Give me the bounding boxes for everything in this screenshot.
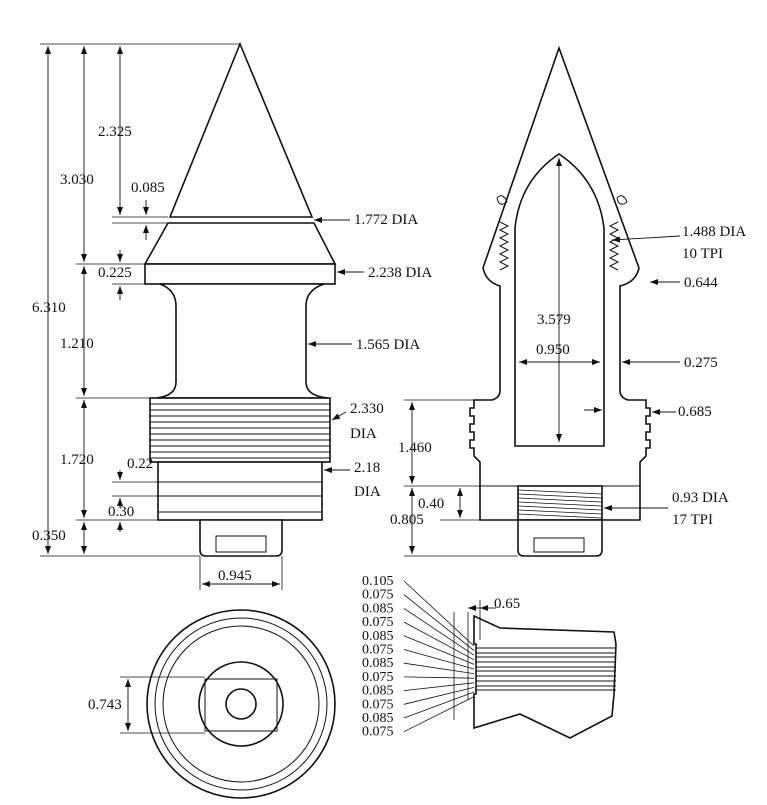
label-ring-dia-b: DIA — [354, 484, 381, 500]
end-view — [146, 609, 336, 799]
label-flat-width: 0.743 — [88, 697, 122, 713]
pitch-label: 0.085 — [362, 601, 394, 616]
collar — [144, 263, 336, 285]
inner-cavity — [514, 153, 605, 447]
label-groove-width: 0.085 — [131, 180, 165, 196]
label-tip-to-collar: 3.030 — [60, 172, 94, 188]
label-internal-thread-tpi: 10 TPI — [682, 246, 723, 262]
outer-circle — [146, 609, 336, 799]
label-wall-step: 0.644 — [684, 275, 718, 291]
label-wall-thickness: 0.275 — [684, 355, 718, 371]
label-thread-zone-length: 1.460 — [398, 440, 432, 456]
section-labels: 1.488 DIA 10 TPI 0.644 3.579 0.950 0.275… — [390, 224, 746, 528]
label-ring-spacing: 0.22 — [127, 456, 153, 472]
thread-detail: 0.65 — [453, 596, 617, 739]
side-labels: 6.310 3.030 2.325 0.085 1.772 DIA 0.225 … — [32, 124, 432, 584]
label-tip-length: 2.325 — [98, 124, 132, 140]
side-extension-lines — [40, 43, 283, 590]
pitch-leader — [403, 594, 475, 651]
label-detail-offset: 0.65 — [494, 596, 520, 612]
label-base-height: 0.350 — [32, 528, 66, 544]
label-cavity-width: 0.950 — [536, 342, 570, 358]
pitch-leader — [403, 682, 475, 691]
label-cavity-length: 3.579 — [537, 312, 571, 328]
thread-lines — [150, 403, 330, 459]
label-plug-thread-dia: 0.93 DIA — [672, 490, 729, 506]
pitch-label: 0.075 — [362, 725, 394, 740]
detail-outline — [473, 614, 617, 739]
label-internal-thread-dia: 1.488 DIA — [682, 224, 746, 240]
label-thread-length: 1.720 — [60, 452, 94, 468]
label-thread-dia-b: DIA — [350, 426, 377, 442]
side-dimension-lines — [45, 46, 364, 587]
side-view — [143, 41, 337, 557]
pitch-label: 0.075 — [362, 643, 394, 658]
label-thread-dia-a: 2.330 — [350, 401, 384, 417]
pitch-label: 0.075 — [362, 670, 394, 685]
pitch-label: 0.085 — [362, 711, 394, 726]
label-base-width: 0.945 — [218, 568, 252, 584]
label-groove-dia: 1.772 DIA — [354, 212, 418, 228]
detail-thread-lines — [476, 647, 616, 691]
label-overall-length: 6.310 — [32, 300, 66, 316]
internal-thread-right — [608, 221, 620, 271]
label-neck-dia: 1.565 DIA — [356, 337, 420, 353]
pitch-leader — [403, 687, 475, 705]
label-plug-depth: 0.40 — [418, 496, 444, 512]
pitch-labels: 0.1050.0750.0850.0750.0850.0750.0850.075… — [362, 574, 475, 740]
internal-thread-left — [498, 221, 510, 271]
section-extension-lines — [404, 399, 518, 557]
pitch-leader — [403, 676, 475, 679]
ring-section — [157, 461, 323, 521]
cone-tip — [168, 41, 314, 218]
end-view-dims: 0.743 — [88, 676, 205, 734]
pitch-leader — [403, 691, 475, 719]
label-ring-gap: 0.30 — [108, 504, 134, 520]
pitch-label: 0.075 — [362, 697, 394, 712]
neck — [155, 283, 329, 399]
section-outline — [469, 45, 651, 521]
pitch-label: 0.075 — [362, 588, 394, 603]
label-ring-dia-a: 2.18 — [354, 460, 380, 476]
pitch-leader — [403, 635, 475, 665]
label-shell-thread: 0.685 — [678, 404, 712, 420]
pitch-leader — [403, 649, 475, 670]
label-plug-thread-tpi: 17 TPI — [672, 512, 713, 528]
pitch-label: 0.085 — [362, 684, 394, 699]
section-dimension-lines — [409, 158, 681, 554]
cone-frustum — [143, 222, 337, 265]
flat-square — [204, 678, 278, 732]
pitch-leader — [403, 662, 475, 674]
label-base-length: 0.805 — [390, 512, 424, 528]
neck-circle — [198, 661, 284, 747]
label-neck-length: 1.210 — [60, 336, 94, 352]
section-view — [469, 45, 651, 557]
pitch-leader — [403, 580, 475, 647]
label-collar-dia: 2.238 DIA — [368, 265, 432, 281]
threaded-section — [149, 397, 331, 463]
pitch-leader — [403, 608, 475, 656]
base-plug — [199, 519, 283, 557]
pitch-label: 0.105 — [362, 574, 394, 589]
pitch-label: 0.085 — [362, 629, 394, 644]
label-collar-thickness: 0.225 — [98, 265, 132, 281]
center-bore — [225, 688, 257, 720]
pitch-leader — [403, 696, 475, 733]
pitch-leader — [403, 621, 475, 661]
pitch-label: 0.085 — [362, 656, 394, 671]
pitch-label: 0.075 — [362, 615, 394, 630]
